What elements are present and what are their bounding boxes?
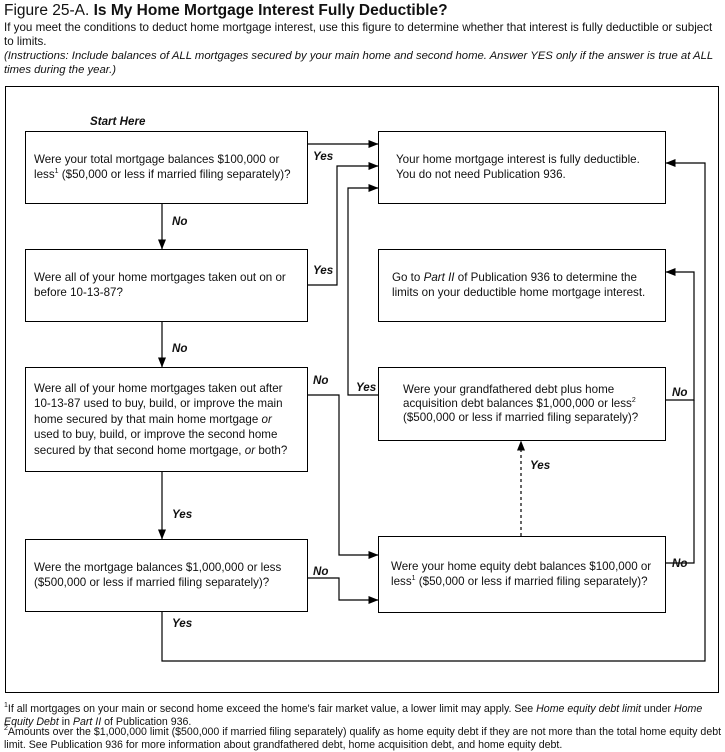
r1-text: Your home mortgage interest is fully ded… [396,153,640,181]
edge-q5-r1 [347,184,379,396]
label-no-q4: No [313,565,329,578]
question-grandfathered-debt: Were your grandfathered debt plus home a… [378,367,666,441]
start-here-label: Start Here [90,115,146,128]
figure-heading: Is My Home Mortgage Interest Fully Deduc… [93,2,448,19]
footnote-1-ref-b: Home Equity Debt [4,703,703,728]
result-go-to-part-ii: Go to Part II of Publication 936 to dete… [378,249,666,322]
r2-text-1: Go to [392,271,421,285]
q2-text: Were all of your home mortgages taken ou… [34,271,286,299]
q6-footnote-mark: 1 [411,574,416,582]
edge-q3-q6 [308,394,379,559]
q3-text-2: used to buy, build, or improve the secon… [34,428,278,457]
label-yes-q5: Yes [356,381,377,394]
footnote-1-ref-c: Part II [72,715,102,728]
footnote-2-mark: 2 [4,725,8,732]
label-yes-q2: Yes [313,264,334,277]
q3-or-1: or [261,412,272,426]
q4-text: Were the mortgage balances $1,000,000 or… [34,561,282,589]
edge-q4-q6 [308,577,379,604]
label-no-q6: No [672,557,688,570]
label-yes-q4: Yes [172,617,193,630]
edge-q6-r2 [666,400,695,564]
result-fully-deductible: Your home mortgage interest is fully ded… [378,131,666,204]
footnote-1-text-b: under [643,703,672,715]
question-before-date: Were all of your home mortgages taken ou… [25,249,308,322]
label-yes-q6: Yes [530,459,551,472]
edge-q2-r1 [308,162,379,286]
footnote-2-text: Amounts over the $1,000,000 limit ($500,… [4,726,722,751]
label-yes-q3: Yes [172,508,193,521]
footnote-1-text-a: If all mortgages on your main or second … [7,703,534,715]
label-yes-q1: Yes [313,150,334,163]
question-used-to-buy: Were all of your home mortgages taken ou… [25,367,308,472]
q3-or-2: or [244,443,256,457]
footnote-2: 2Amounts over the $1,000,000 limit ($500… [4,725,722,751]
intro-text: If you meet the conditions to deduct hom… [4,21,713,48]
question-million-limit: Were the mortgage balances $1,000,000 or… [25,539,308,612]
footnote-1-text-c: in [61,715,70,728]
label-no-q1: No [172,215,188,228]
footnote-1-ref-a: Home equity debt limit [536,703,641,715]
q1-text-2: ($50,000 or less if married filing separ… [61,167,291,181]
q5-text-2: ($500,000 or less if married filing sepa… [403,411,639,425]
instructions-text: (Instructions: Include balances of ALL m… [4,50,713,76]
edge-q4-r1 [161,159,706,662]
figure-title: Figure 25-A. Is My Home Mortgage Interes… [4,2,448,20]
flowchart-frame [5,86,719,693]
r2-text-2: of Publication 936 to determine the limi… [392,271,646,299]
q6-text-2: ($50,000 or less if married filing separ… [418,574,648,588]
footnote-1-mark: 1 [4,702,8,709]
q1-text: Were your total mortgage balances $100,0… [34,153,280,181]
question-home-equity-debt: Were your home equity debt balances $100… [378,536,666,613]
figure-number: Figure 25-A. [4,2,90,19]
r2-part: Part II [423,271,455,285]
footnote-1: 1If all mortgages on your main or second… [4,702,722,728]
q3-text-1: Were all of your home mortgages taken ou… [34,381,283,426]
footnote-1-text-d: of Publication 936. [104,715,192,728]
question-total-balances: Were your total mortgage balances $100,0… [25,131,308,204]
label-no-q5: No [672,386,688,399]
edge-q5-r2 [665,268,695,401]
q3-text-3: both? [258,443,288,457]
q5-text: Were your grandfathered debt plus home a… [403,382,632,410]
q5-footnote-mark: 2 [631,396,636,404]
q6-text: Were your home equity debt balances $100… [391,560,652,588]
label-no-q3: No [313,374,329,387]
label-no-q2: No [172,342,188,355]
q1-footnote-mark: 1 [54,167,59,175]
